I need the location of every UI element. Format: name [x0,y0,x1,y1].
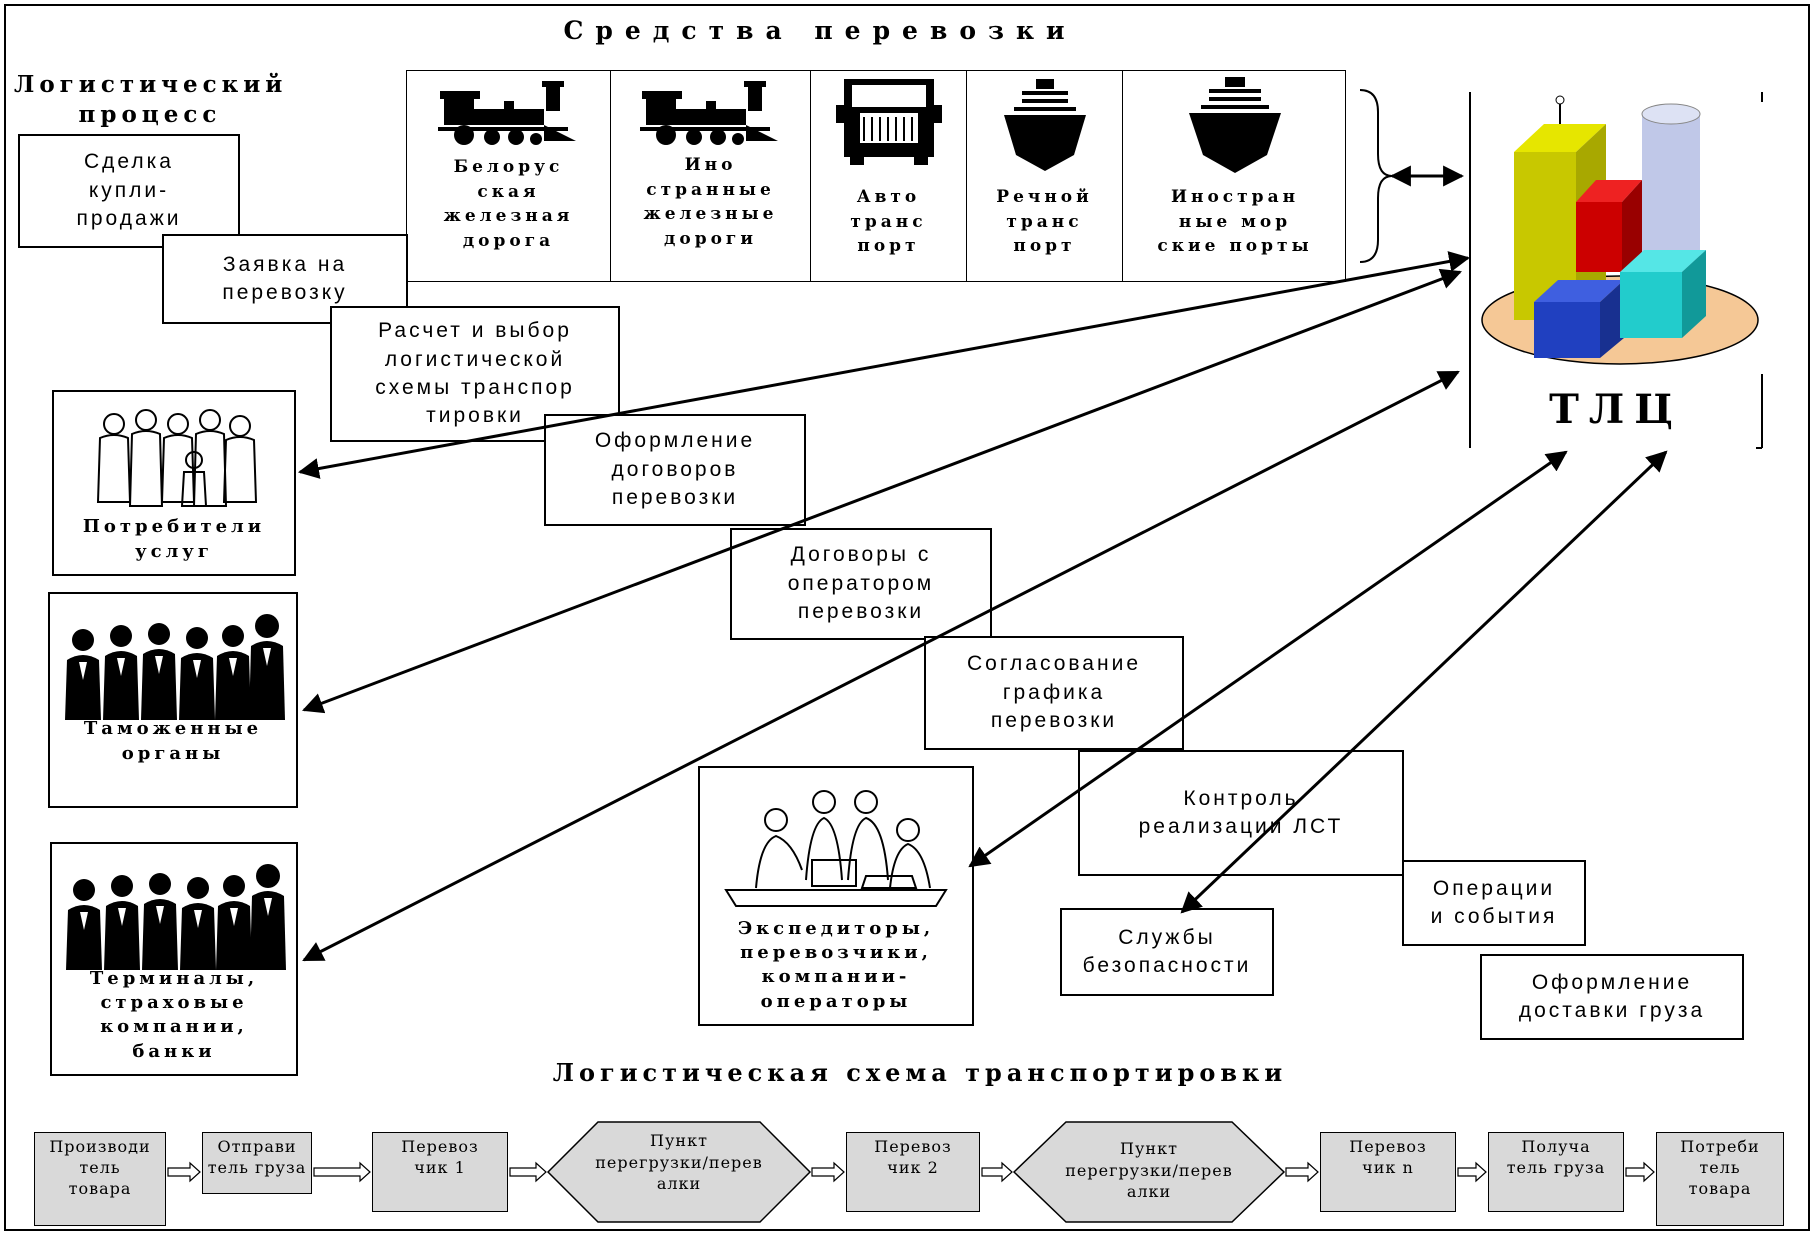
transport-mode-label: Белорус ская железная дорога [443,157,574,251]
transport-mode-label: Авто транс порт [850,187,927,257]
business-group-icon [66,864,286,970]
transport-title: Средства перевозки [563,16,1077,45]
flow-arrow [1625,1161,1655,1183]
flow-node-transshipment-2 [1012,1121,1286,1223]
flow-arrow [1457,1161,1487,1183]
arrow-tlc-security [1180,450,1668,914]
tlc-label: ТЛЦ [1549,386,1683,433]
actor-label: Потребители услуг [82,516,266,562]
flow-node-carrier-1: Перевоз чик 1 [372,1132,508,1212]
locomotive-icon [437,81,576,145]
flow-node-consignee: Получа тель груза [1488,1132,1624,1212]
flow-arrow [313,1161,371,1183]
transport-mode-label: Ино странные железные дороги [643,155,778,249]
locomotive-icon [639,81,778,145]
flow-node-consumer: Потреби тель товара [1656,1132,1784,1226]
process-step-10: Оформление доставки груза [1480,954,1744,1040]
transport-mode-road: Авто транс порт [811,71,967,281]
diagram-frame [4,4,1810,1231]
flow-node-label: Пункт перегрузки/перев алки [1065,1139,1233,1202]
flow-node-carrier-2: Перевоз чик 2 [846,1132,980,1212]
transport-mode-belarus-rail: Белорус ская железная дорога [407,71,611,281]
flow-arrow [981,1161,1013,1183]
business-group-icon [65,614,285,720]
actor-label: Терминалы, страховые компании, банки [89,967,259,1062]
flow-node-transshipment-1 [546,1121,812,1223]
ship-icon [1189,77,1281,173]
flow-node-label: Пункт перегрузки/перев алки [595,1131,763,1194]
transport-mode-foreign-rail: Ино странные железные дороги [611,71,811,281]
process-title: Логистический процесс [14,71,288,128]
flow-arrow [167,1161,201,1183]
flow-node-shipper: Отправи тель груза [202,1132,312,1194]
process-step-1: Сделка купли- продажи [18,134,240,248]
flow-node-carrier-n: Перевоз чик n [1320,1132,1456,1212]
scheme-title: Логистическая схема транспортировки [552,1058,1288,1087]
crowd-icon [96,409,258,507]
ship-icon [1003,79,1086,171]
actor-consumers: Потребители услуг [52,390,296,576]
flow-arrow [509,1161,547,1183]
flow-arrow [1285,1161,1319,1183]
flow-node-producer: Производи тель товара [34,1132,166,1226]
actor-label: Таможенные органы [83,718,263,764]
actor-terminals: Терминалы, страховые компании, банки [50,842,298,1076]
actor-customs: Таможенные органы [48,592,298,808]
flow-arrow [811,1161,845,1183]
truck-icon [835,79,942,165]
